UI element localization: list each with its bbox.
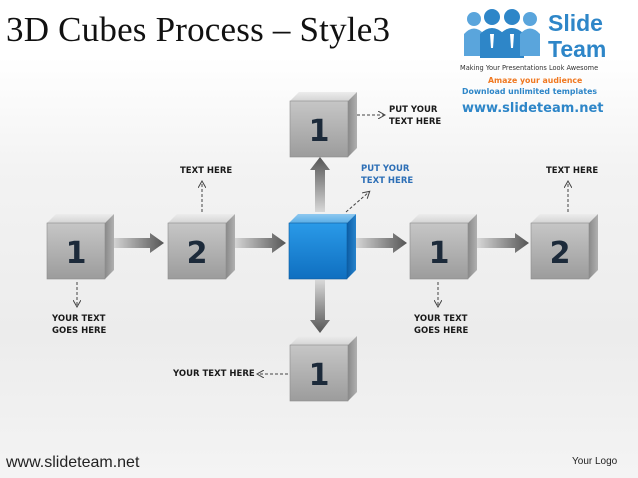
brand-name-line2: Team	[548, 36, 606, 62]
cube-top-number: 1	[309, 114, 330, 149]
footer-url: www.slideteam.net	[6, 454, 140, 471]
slide-title: 3D Cubes Process – Style3	[6, 10, 391, 49]
cube-bottom-number: 1	[309, 358, 330, 393]
cube-right2: 2	[530, 214, 598, 280]
brand-website: www.slideteam.net	[462, 101, 603, 116]
cube-top: 1	[289, 92, 357, 158]
brand-promo-line1: Amaze your audience	[488, 76, 582, 85]
label-left1-bottom: YOUR TEXT GOES HERE	[52, 313, 106, 337]
footer-logo-text: Your Logo	[572, 456, 618, 467]
label-bottom-left: YOUR TEXT HERE	[173, 369, 255, 379]
arrow-left1-to-left2	[112, 233, 164, 253]
label-right1-bottom-line1: YOUR TEXT	[414, 314, 468, 324]
label-left1-bottom-line2: GOES HERE	[52, 326, 107, 336]
cube-left2: 2	[167, 214, 235, 280]
label-left1-bottom-line1: YOUR TEXT	[52, 314, 106, 324]
label-top-right-line1: PUT YOUR	[389, 105, 438, 115]
connector-center-right	[345, 192, 369, 213]
cube-left1: 1	[46, 214, 114, 280]
arrow-center-to-top	[310, 157, 330, 212]
label-right2-top: TEXT HERE	[546, 166, 599, 176]
label-top-right-line2: TEXT HERE	[389, 117, 442, 127]
arrow-left2-to-center	[234, 233, 286, 253]
cube-right1-number: 1	[429, 236, 450, 271]
arrow-center-to-bottom	[310, 280, 330, 333]
cube-right2-number: 2	[550, 236, 571, 271]
cube-bottom: 1	[289, 336, 357, 402]
label-center-right-line2: TEXT HERE	[361, 176, 414, 186]
cube-left2-number: 2	[187, 236, 208, 271]
flow-arrows	[112, 157, 529, 333]
label-center-right: PUT YOUR TEXT HERE	[361, 163, 413, 187]
arrow-right1-to-right2	[477, 233, 529, 253]
arrow-center-to-right1	[355, 233, 407, 253]
label-left2-top: TEXT HERE	[180, 166, 233, 176]
cube-center	[288, 214, 356, 280]
cube-right1: 1	[409, 214, 477, 280]
brand-name-line1: Slide	[548, 10, 603, 36]
brand-promo-line2: Download unlimited templates	[462, 87, 597, 96]
dashed-connectors	[77, 115, 568, 374]
slideteam-logo: Slide Team Making Your Presentations Loo…	[460, 9, 606, 116]
label-right1-bottom: YOUR TEXT GOES HERE	[414, 313, 468, 337]
label-top-right: PUT YOUR TEXT HERE	[389, 104, 441, 128]
label-right1-bottom-line2: GOES HERE	[414, 326, 469, 336]
people-icon	[464, 9, 540, 58]
cube-left1-number: 1	[66, 236, 87, 271]
brand-tagline: Making Your Presentations Look Awesome	[460, 64, 598, 72]
label-center-right-line1: PUT YOUR	[361, 164, 410, 174]
